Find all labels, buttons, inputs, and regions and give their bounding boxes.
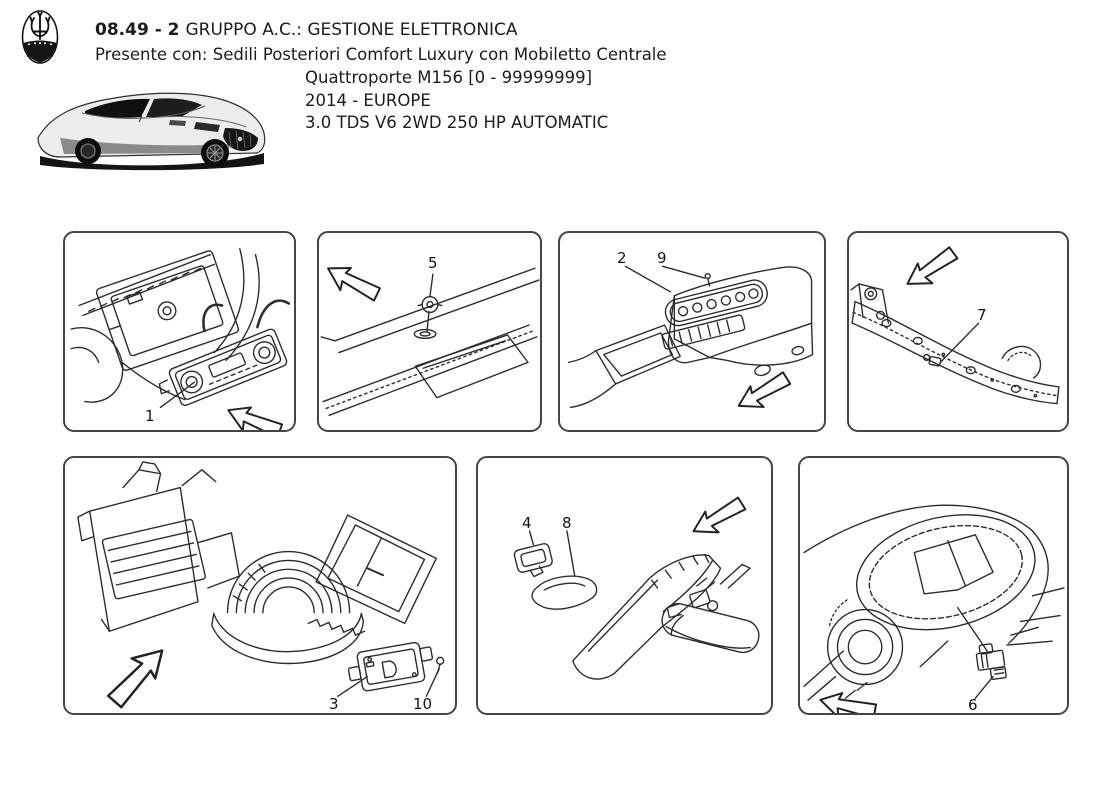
- mirror-sensors-drawing: [513, 496, 760, 680]
- page-subtitle: Presente con: Sedili Posteriori Comfort …: [95, 45, 667, 64]
- direction-arrow-icon: [737, 371, 792, 408]
- rear-sensor-part6: [975, 643, 1007, 680]
- section-title: GRUPPO A.C.: GESTIONE ELETTRONICA: [185, 20, 518, 40]
- section-code: 08.49 - 2: [95, 20, 180, 40]
- panel-rear-quarter-sensor: 6: [798, 456, 1069, 715]
- panel-hvac-unit: 3 10: [63, 456, 457, 715]
- sensor-bracket-part8: [531, 575, 598, 610]
- rearview-mirror: [661, 603, 760, 654]
- console-control-panel: [664, 279, 768, 327]
- center-console-drawing: [567, 265, 814, 409]
- sensor-cover-part4: [513, 543, 553, 578]
- climate-control-unit: [168, 328, 288, 406]
- callout-6: 6: [968, 696, 978, 714]
- callout-5: 5: [428, 254, 438, 272]
- direction-arrow-icon: [819, 692, 878, 713]
- quattroporte-car-photo: [37, 92, 266, 171]
- callout-9: 9: [657, 249, 667, 267]
- panel-mirror-sensors: 4 8: [476, 456, 773, 715]
- callout-3: 3: [329, 695, 339, 713]
- maserati-trident-logo-icon: [21, 10, 59, 64]
- model-line: Quattroporte M156 [0 - 99999999]: [305, 68, 593, 87]
- dashboard-ac-control-drawing: [70, 247, 291, 430]
- callout-7: 7: [977, 306, 987, 324]
- rear-quarter-drawing: [803, 504, 1065, 713]
- callout-1: 1: [145, 407, 155, 425]
- panel-front-beam-sensor: 7: [847, 231, 1069, 432]
- hvac-ecu-module: [347, 641, 434, 692]
- callout-10: 10: [413, 695, 433, 713]
- front-beam-drawing: [850, 246, 1060, 405]
- callout-2: 2: [617, 249, 627, 267]
- direction-arrow-icon: [227, 406, 284, 430]
- panel-dash-top-sun-sensor: 5: [317, 231, 542, 432]
- sun-sensor-drawing: [320, 267, 540, 416]
- direction-arrow-icon: [327, 267, 381, 302]
- panel-dashboard-ac-control: 1: [63, 231, 296, 432]
- direction-arrow-icon: [106, 649, 164, 709]
- market-line: 2014 - EUROPE: [305, 91, 431, 110]
- hvac-unit-drawing: [77, 461, 445, 709]
- callout-8: 8: [562, 514, 572, 532]
- direction-arrow-icon: [906, 246, 959, 285]
- direction-arrow-icon: [692, 496, 747, 534]
- panel-rear-center-console: 2 9: [558, 231, 826, 432]
- engine-line: 3.0 TDS V6 2WD 250 HP AUTOMATIC: [305, 113, 609, 132]
- callout-4: 4: [522, 514, 532, 532]
